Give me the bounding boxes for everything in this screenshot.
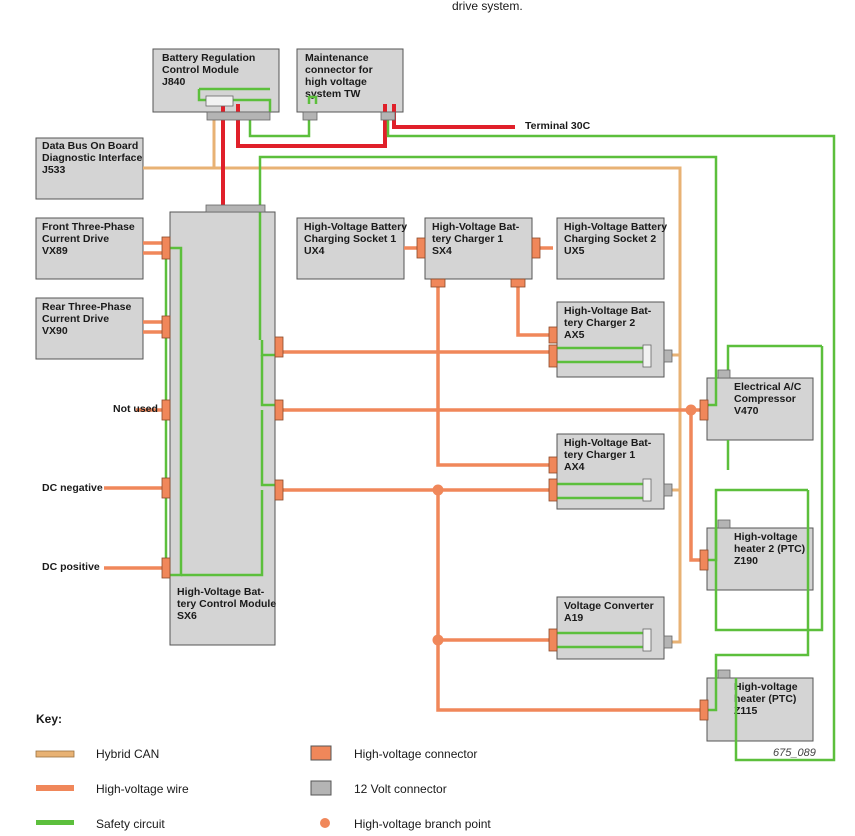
key-item-12v-connector: 12 Volt connector (310, 780, 447, 796)
hv-connector-sx6-dcneg (161, 477, 171, 499)
component-ux4: High-Voltage Battery Charging Socket 1 U… (296, 217, 410, 280)
component-j533: Data Bus On Board Diagnostic Interface J… (35, 137, 145, 200)
12v-connector-z190 (717, 519, 731, 529)
hv-connector-sx4-bottom-a (430, 278, 446, 288)
component-sx6: High-Voltage Bat- tery Control Module SX… (169, 211, 279, 646)
12v-connector-v470 (717, 369, 731, 379)
top-caption: drive system. (452, 0, 523, 13)
figure-id: 675_089 (773, 747, 816, 759)
svg-text:High-voltage wire: High-voltage wire (96, 782, 189, 796)
component-ux5: High-Voltage Battery Charging Socket 2 U… (556, 217, 670, 280)
hv-connector-z115 (699, 699, 709, 721)
hv-connector-sx6-r1 (274, 336, 284, 358)
12v-connector-tw-b (380, 111, 396, 121)
key-title: Key: (36, 712, 62, 726)
12v-connector-swatch-icon (310, 780, 332, 796)
key-item-hv-wire: High-voltage wire (36, 782, 189, 796)
branch-point (432, 484, 444, 496)
12v-connector-j840 (206, 111, 271, 121)
branch-point (432, 634, 444, 646)
ax4-service-plug (642, 478, 652, 502)
z115-label: High-voltage heater (PTC) Z115 (734, 681, 801, 717)
key-item-branch-point: High-voltage branch point (320, 817, 491, 831)
svg-text:Hybrid CAN: Hybrid CAN (96, 747, 159, 761)
hv-connector-ax5-b (548, 344, 558, 368)
svg-text:12 Volt connector: 12 Volt connector (354, 782, 447, 796)
ux4-label: High-Voltage Battery Charging Socket 1 U… (304, 221, 410, 257)
z190-label: High-voltage heater 2 (PTC) Z190 (734, 531, 808, 567)
hv-connector-v470 (699, 399, 709, 421)
hv-connector-sx4-right (531, 237, 541, 259)
dc-positive-label: DC positive (42, 561, 100, 573)
connectors (161, 95, 731, 721)
hv-connector-a19 (548, 628, 558, 652)
tw-label: Maintenance connector for high voltage s… (305, 52, 376, 100)
component-sx4: High-Voltage Bat- tery Charger 1 SX4 (424, 217, 533, 280)
12v-connector-a19 (663, 635, 673, 649)
hv-connector-swatch-icon (310, 745, 332, 761)
hv-connector-sx6-notused (161, 399, 171, 421)
ax5-service-plug (642, 344, 652, 368)
j533-label: Data Bus On Board Diagnostic Interface J… (42, 140, 145, 176)
ux5-label: High-Voltage Battery Charging Socket 2 U… (564, 221, 670, 257)
branch-point (685, 404, 697, 416)
a19-service-plug (642, 628, 652, 652)
branch-point-dot-icon (320, 818, 330, 828)
key-item-hv-connector: High-voltage connector (310, 745, 477, 761)
hv-wire-line-icon (36, 785, 74, 791)
12v-connector-ax4 (663, 483, 673, 497)
12v-connector-z115 (717, 669, 731, 679)
component-vx89: Front Three-Phase Current Drive VX89 (35, 217, 144, 280)
j840-plug (205, 95, 234, 107)
ax5-label: High-Voltage Bat- tery Charger 2 AX5 (564, 305, 654, 341)
hv-connector-z190 (699, 549, 709, 571)
v470-label: Electrical A/C Compressor V470 (734, 381, 804, 417)
key-item-safety-circuit: Safety circuit (36, 817, 165, 831)
terminal-30c-label: Terminal 30C (525, 120, 591, 132)
12v-connector-ax5 (663, 349, 673, 363)
sx4-label: High-Voltage Bat- tery Charger 1 SX4 (432, 221, 522, 257)
component-tw: Maintenance connector for high voltage s… (296, 48, 404, 113)
a19-label: Voltage Converter A19 (564, 600, 657, 624)
svg-text:High-voltage connector: High-voltage connector (354, 747, 477, 761)
svg-text:High-voltage branch point: High-voltage branch point (354, 817, 491, 831)
hv-connector-sx6-vx89 (161, 236, 171, 260)
12v-connector-tw-a (302, 111, 318, 121)
safety-circuit-line-icon (36, 820, 74, 825)
component-ax5: High-Voltage Bat- tery Charger 2 AX5 (556, 301, 665, 378)
ax4-label: High-Voltage Bat- tery Charger 1 AX4 (564, 437, 654, 473)
component-z190: High-voltage heater 2 (PTC) Z190 (706, 527, 814, 591)
hv-connector-sx4-left (416, 237, 426, 259)
hv-connector-ax5-a (548, 326, 558, 344)
hv-connector-ax4-a (548, 456, 558, 474)
key-legend: Key: Hybrid CAN High-voltage wire Safety… (35, 712, 491, 831)
vx90-label: Rear Three-Phase Current Drive VX90 (42, 301, 134, 337)
hv-connector-sx6-vx90 (161, 315, 171, 339)
hv-connector-sx4-bottom-b (510, 278, 526, 288)
component-vx90: Rear Three-Phase Current Drive VX90 (35, 297, 144, 360)
component-z115: High-voltage heater (PTC) Z115 (706, 677, 814, 742)
12v-connector-sx6 (205, 204, 266, 213)
sx6-label: High-Voltage Bat- tery Control Module SX… (177, 586, 279, 622)
dc-negative-label: DC negative (42, 482, 103, 494)
hv-connector-sx6-dcpos (161, 557, 171, 579)
branch-points (432, 404, 697, 646)
component-v470: Electrical A/C Compressor V470 (706, 377, 814, 441)
vx89-label: Front Three-Phase Current Drive VX89 (42, 221, 138, 257)
hv-connector-sx6-r2 (274, 399, 284, 421)
j840-label: Battery Regulation Control Module J840 (162, 52, 258, 88)
hv-connector-ax4-b (548, 478, 558, 502)
hybrid-can-line-icon (35, 750, 75, 758)
svg-text:Safety circuit: Safety circuit (96, 817, 165, 831)
hv-connector-sx6-r3 (274, 479, 284, 501)
key-item-hybrid-can: Hybrid CAN (35, 747, 159, 761)
not-used-label: Not used (113, 403, 158, 415)
